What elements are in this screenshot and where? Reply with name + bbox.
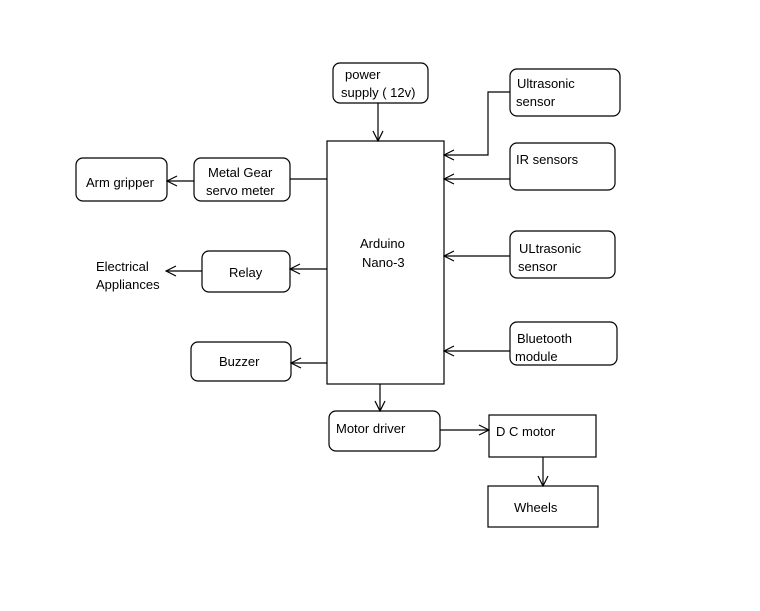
bluetooth-module-label: Bluetooth module <box>515 331 576 364</box>
relay-label: Relay <box>229 265 263 280</box>
buzzer-label: Buzzer <box>219 354 260 369</box>
motor-driver-label: Motor driver <box>336 421 406 436</box>
arm-gripper-label: Arm gripper <box>86 175 155 190</box>
arduino-label: Arduino Nano-3 <box>360 236 408 270</box>
ultrasonic-sensor-mid-box <box>509 230 616 279</box>
power-supply-label: power supply ( 12v) <box>341 67 415 100</box>
ultrasonic-sensor-top-label: Ultrasonic sensor <box>516 76 578 109</box>
arduino-box <box>326 140 445 385</box>
ir-sensors-label: IR sensors <box>516 152 579 167</box>
dc-motor-box <box>488 414 597 458</box>
bluetooth-module-box <box>509 321 618 366</box>
electrical-appliances-label: Electrical Appliances <box>96 259 160 292</box>
wheels-label: Wheels <box>514 500 558 515</box>
ultrasonic-top-to-arduino-arrow <box>444 91 510 155</box>
servo-label: Metal Gear servo meter <box>206 165 276 198</box>
ir-sensors-box <box>509 142 616 191</box>
power-supply-box <box>332 62 429 104</box>
wheels-box <box>487 485 599 528</box>
ultrasonic-sensor-mid-label: ULtrasonic sensor <box>518 241 585 274</box>
dc-motor-label: D C motor <box>496 424 556 439</box>
